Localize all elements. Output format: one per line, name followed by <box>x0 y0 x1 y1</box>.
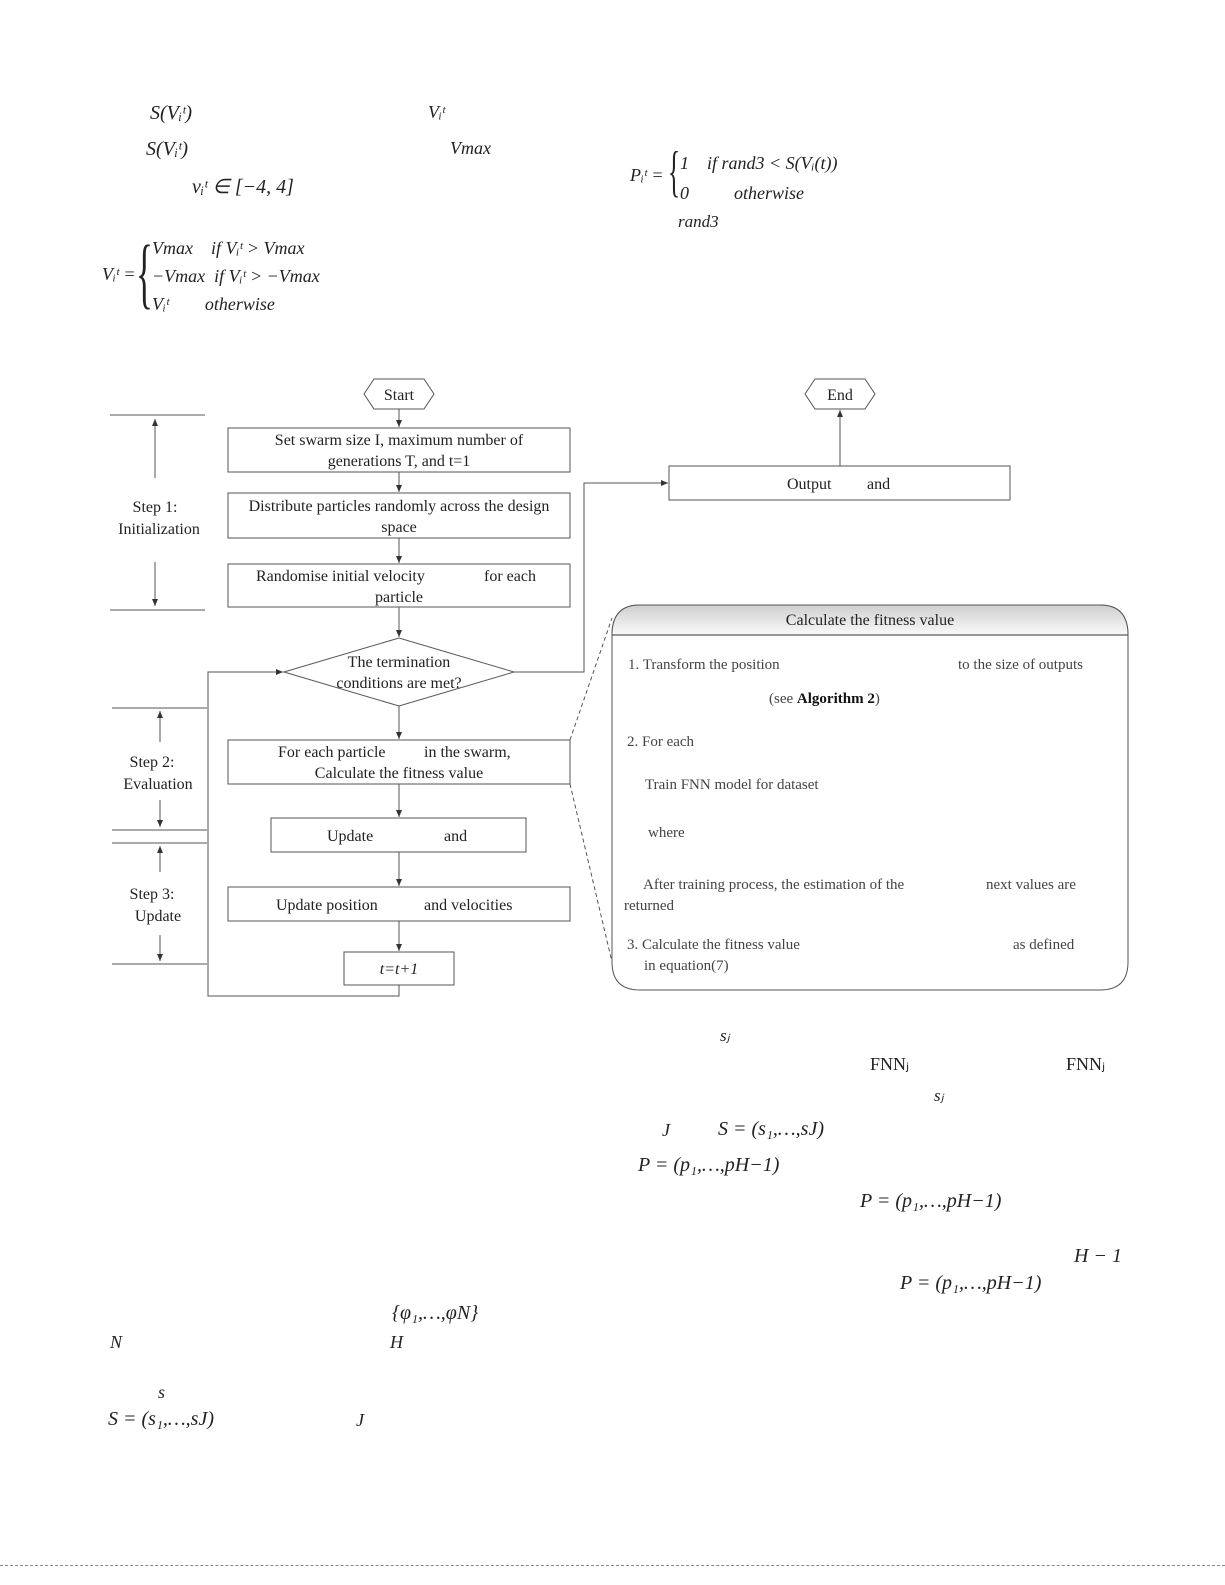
eq-rand3: rand3 <box>678 212 719 231</box>
decision-line2: conditions are met? <box>336 675 461 692</box>
eq-v-range: vᵢᵗ ∈ [−4, 4] <box>192 176 294 198</box>
box2-line1: Distribute particles randomly across the… <box>249 498 550 515</box>
box4-line1a: For each particle <box>278 744 386 761</box>
box-update-position <box>227 886 571 922</box>
box3-line1a: Randomise initial velocity <box>256 568 425 585</box>
output-b: and <box>867 476 890 493</box>
box6-a: Update position <box>276 897 378 914</box>
box4-line2: Calculate the fitness value <box>315 765 483 782</box>
eq-N: N <box>110 1332 123 1352</box>
step2-name: Evaluation <box>123 776 192 793</box>
callout-line5a: After training process, the estimation o… <box>643 877 905 893</box>
eq-clamp-rows: Vmax if Vᵢᵗ > Vmax −Vmax if Vᵢᵗ > −Vmax … <box>152 234 320 318</box>
eq-P-vector-3: P = (p₁,…,pH−1) <box>900 1272 1042 1294</box>
box-output <box>668 465 1011 501</box>
eq-p-lhs: Pᵢᵗ = <box>630 165 664 185</box>
callout-title: Calculate the fitness value <box>786 612 954 629</box>
callout-line1c: (see Algorithm 2) <box>769 691 880 707</box>
eq-P-vector-2: P = (p₁,…,pH−1) <box>860 1190 1002 1212</box>
eq-vit: Vᵢᵗ <box>428 102 445 122</box>
start-label: Start <box>384 387 415 404</box>
start-terminal <box>363 378 435 410</box>
box-distribute <box>227 492 571 539</box>
callout-line1b: to the size of outputs <box>958 657 1083 673</box>
end-terminal <box>804 378 876 410</box>
box5-a: Update <box>327 828 373 845</box>
callout-line1a: 1. Transform the position <box>628 657 780 673</box>
eq-phi-set: {φ₁,…,φN} <box>392 1302 479 1324</box>
eq-J-left: J <box>356 1410 364 1430</box>
callout-line6c: in equation(7) <box>644 958 729 974</box>
callout-line5c: returned <box>624 898 674 914</box>
eq-p-row: 0 otherwise <box>680 183 804 203</box>
eq-sj-2: sⱼ <box>934 1086 944 1105</box>
box1-line1: Set swarm size I, maximum number of <box>275 432 524 449</box>
eq-p-brace: { <box>668 141 681 203</box>
box6-b: and velocities <box>424 897 512 914</box>
box4-line1b: in the swarm, <box>424 744 511 761</box>
eq-p-row: 1 if rand3 < S(Vᵢ(t)) <box>680 153 838 173</box>
box1-line2: generations T, and t=1 <box>328 453 471 470</box>
box2-line2: space <box>381 519 417 536</box>
eq-H: H <box>390 1332 403 1352</box>
step2-title: Step 2: <box>130 754 175 771</box>
step3-title: Step 3: <box>130 886 175 903</box>
eq-vmax: Vmax <box>450 138 491 158</box>
eq-sj-1: sⱼ <box>720 1026 730 1045</box>
box3-line1b: for each <box>484 568 536 585</box>
decision-line1: The termination <box>348 654 451 671</box>
box-set-swarm <box>227 427 571 473</box>
eq-p-rows: 1 if rand3 < S(Vᵢ(t)) 0 otherwise <box>680 148 837 208</box>
eq-H-minus-1: H − 1 <box>1074 1245 1122 1267</box>
callout-line6a: 3. Calculate the fitness value <box>627 937 800 953</box>
eq-s: s <box>158 1382 166 1402</box>
callout-line2: 2. For each <box>627 734 695 750</box>
page-bottom-rule <box>0 1565 1225 1566</box>
eq-J-right: J <box>662 1120 670 1140</box>
flowchart: Start End Set swarm size I, maximum numb… <box>110 378 1129 997</box>
eq-s-vit: S(Vᵢᵗ) <box>150 102 193 124</box>
step1-title: Step 1: <box>133 499 178 516</box>
eq-clamp-row: −Vmax if Vᵢᵗ > −Vmax <box>152 266 320 286</box>
callout-line6b: as defined <box>1013 937 1075 953</box>
eq-P-vector-1: P = (p₁,…,pH−1) <box>638 1154 780 1176</box>
box-update-best <box>270 817 527 853</box>
box7-label: t=t+1 <box>380 961 418 978</box>
eq-s-vit-2: S(Vᵢᵗ) <box>146 138 189 160</box>
step1-name: Initialization <box>118 521 200 538</box>
eq-clamp-row: Vᵢᵗ otherwise <box>152 294 275 314</box>
end-label: End <box>827 387 853 404</box>
box5-b: and <box>444 828 467 845</box>
decision-termination <box>282 637 516 707</box>
eq-fnn-1: FNNⱼ <box>870 1054 910 1074</box>
eq-clamp-lhs: Vᵢᵗ = <box>102 264 136 284</box>
callout-line5b: next values are <box>986 877 1076 893</box>
eq-clamp-row: Vmax if Vᵢᵗ > Vmax <box>152 238 305 258</box>
callout-line4: where <box>648 825 685 841</box>
output-a: Output <box>787 476 832 493</box>
eq-clamp-brace: { <box>136 229 153 316</box>
eq-fnn-2: FNNⱼ <box>1066 1054 1106 1074</box>
box-increment <box>343 951 455 986</box>
eq-S-vector-right: S = (s₁,…,sJ) <box>718 1118 824 1140</box>
box-randomise <box>227 563 571 608</box>
callout-line3: Train FNN model for dataset <box>645 777 819 793</box>
step3-name: Update <box>135 908 181 925</box>
box3-line2: particle <box>375 589 423 606</box>
eq-S-vector-left: S = (s₁,…,sJ) <box>108 1408 214 1430</box>
